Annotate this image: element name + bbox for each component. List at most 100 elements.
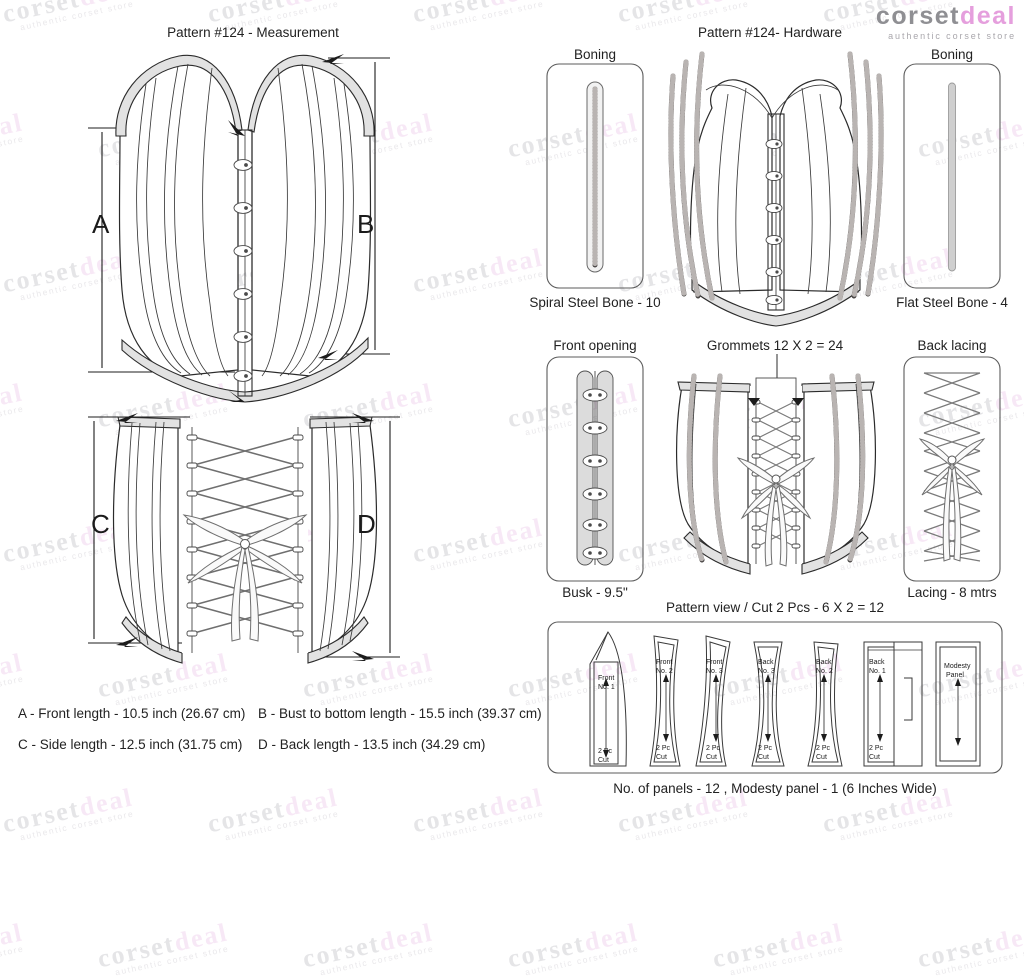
dimension-label-c: C — [91, 509, 110, 539]
panels-caption: No. of panels - 12 , Modesty panel - 1 (… — [613, 781, 937, 796]
flat-bone-card — [903, 63, 1001, 289]
hardware-title: Pattern #124- Hardware — [697, 25, 843, 40]
pattern-piece-back-2: Back No. 2 2 Pc Cut — [807, 641, 843, 767]
piece-7-line1: Modesty — [944, 663, 971, 670]
piece-4-line2: No. 3 — [758, 668, 775, 675]
back-lacing-cross — [193, 436, 297, 634]
arrow-d-bottom — [352, 651, 374, 661]
pattern-piece-back-3: Back No. 3 2 Pc Cut — [751, 641, 785, 767]
lacing-bow — [182, 514, 308, 642]
legend-a: A - Front length - 10.5 inch (26.67 cm) — [18, 706, 246, 721]
arrow-d-top — [352, 413, 374, 423]
arrow-bottom-right — [318, 350, 338, 360]
front-opening-card — [546, 356, 644, 582]
legend-c: C - Side length - 12.5 inch (31.75 cm) — [18, 737, 243, 752]
piece-1-line2: No. 1 — [598, 684, 615, 691]
piece-4-cut2: Cut — [758, 754, 769, 761]
piece-3-cut2: Cut — [706, 754, 717, 761]
piece-5-line2: No. 2 — [816, 668, 833, 675]
piece-2-line1: Front — [656, 659, 672, 666]
piece-1-line1: Front — [598, 675, 614, 682]
piece-6-line2: No. 1 — [869, 668, 886, 675]
piece-6-cut1: 2 Pc — [869, 745, 884, 752]
arrow-bottom-center — [228, 390, 245, 402]
legend-b: B - Bust to bottom length - 15.5 inch (3… — [258, 706, 542, 721]
measurement-back-corset — [88, 413, 400, 664]
back-lacing-card — [903, 356, 1001, 582]
arrow-top-center — [228, 120, 245, 136]
arrow-c-top — [116, 413, 138, 423]
boning-right-header: Boning — [930, 47, 974, 62]
pattern-pieces-card: Front No. 1 2 Pc Cut Front No. 2 2 Pc Cu… — [547, 621, 1003, 774]
hw-busk-loops — [765, 138, 783, 306]
brand-logo: corsetdeal authentic corset store — [875, 2, 1016, 42]
boning-left-caption: Spiral Steel Bone - 10 — [529, 295, 661, 310]
piece-4-line1: Back — [758, 659, 774, 666]
piece-6-cut2: Cut — [869, 754, 880, 761]
busk-loops — [233, 159, 253, 382]
piece-3-line2: No. 3 — [706, 668, 723, 675]
pattern-piece-front-1: Front No. 1 2 Pc Cut — [589, 631, 627, 767]
hw-spiral-bones — [668, 51, 884, 301]
piece-1-cut1: 2 Pc — [598, 748, 613, 755]
hardware-corset — [668, 51, 884, 327]
piece-1-cut2: Cut — [598, 757, 609, 764]
grommets-leader-line — [776, 354, 778, 378]
pv-arrow-left — [748, 398, 760, 406]
pv-arrow-right — [792, 398, 804, 406]
piece-7-line2: Panel — [946, 672, 964, 679]
arrow-top-right — [322, 54, 344, 64]
brand-name-part1: corset — [875, 2, 960, 30]
pv-bow — [736, 457, 816, 567]
spiral-bone-card — [546, 63, 644, 289]
back-binding-top-left — [117, 416, 181, 429]
legend-d: D - Back length - 13.5 inch (34.29 cm) — [258, 737, 486, 752]
back-lacing-caption: Lacing - 8 mtrs — [907, 585, 997, 600]
pattern-view-corset — [676, 373, 876, 575]
front-opening-header: Front opening — [553, 338, 637, 353]
pattern-piece-front-2: Front No. 2 2 Pc Cut — [649, 635, 681, 767]
measurement-front-corset — [88, 54, 390, 403]
piece-2-line2: No. 2 — [656, 668, 673, 675]
pv-spiral-bones — [686, 373, 866, 565]
lacing-zigzag — [923, 372, 981, 562]
piece-6-line1: Back — [869, 659, 885, 666]
back-left-body — [112, 422, 179, 654]
pv-bind-tl — [677, 381, 751, 393]
measurement-title: Pattern #124 - Measurement — [167, 25, 339, 40]
busk-right-strip — [596, 370, 614, 566]
dimension-label-a: A — [92, 209, 110, 239]
grommets-label: Grommets 12 X 2 = 24 — [706, 338, 844, 353]
piece-4-cut1: 2 Pc — [758, 745, 773, 752]
piece-2-cut1: 2 Pc — [656, 745, 671, 752]
back-lacing-header: Back lacing — [917, 338, 987, 353]
dimension-label-b: B — [357, 209, 375, 239]
boning-right-caption: Flat Steel Bone - 4 — [896, 295, 1008, 310]
pv-bind-tr — [801, 381, 875, 393]
piece-5-cut1: 2 Pc — [816, 745, 831, 752]
piece-2-cut2: Cut — [656, 754, 667, 761]
piece-5-line1: Back — [816, 659, 832, 666]
binding-bottom — [121, 336, 369, 403]
pattern-piece-back-1: Back No. 1 2 Pc Cut — [863, 641, 923, 767]
lacing-card-bow — [918, 438, 986, 562]
pattern-view-caption: Pattern view / Cut 2 Pcs - 6 X 2 = 12 — [666, 600, 884, 615]
busk-clasps — [582, 388, 608, 560]
binding-top-right — [247, 54, 375, 137]
piece-5-cut2: Cut — [816, 754, 827, 761]
brand-name-part2: deal — [959, 2, 1016, 30]
arrow-c-bottom — [116, 637, 138, 647]
